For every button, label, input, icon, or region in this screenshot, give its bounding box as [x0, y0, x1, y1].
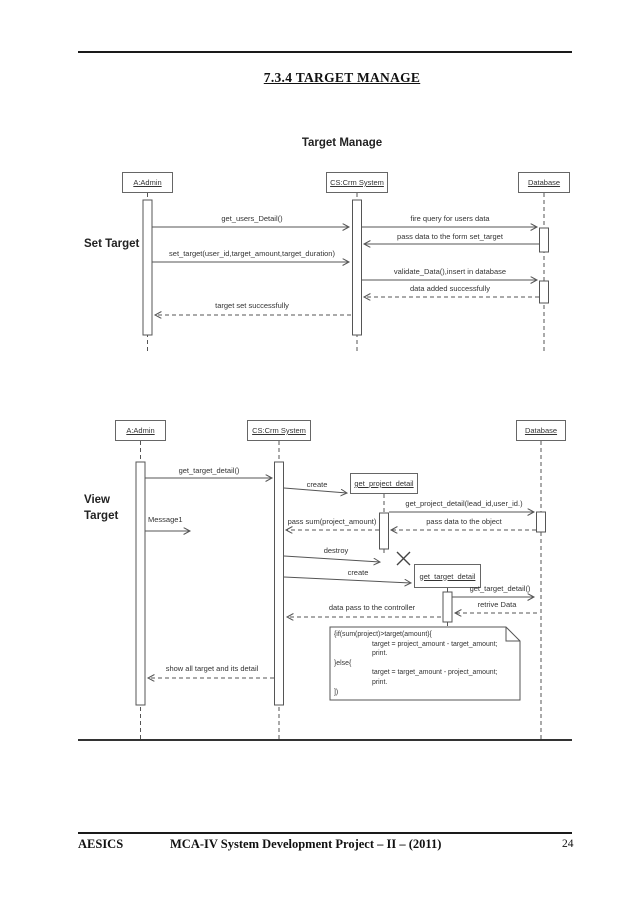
actor-box-database: Database: [516, 420, 566, 441]
message-label: Message1: [148, 515, 183, 524]
message-label: destroy: [323, 546, 349, 555]
note-shape: [329, 626, 521, 701]
message-label: show all target and its detail: [165, 664, 259, 673]
actor-box-database: Database: [518, 172, 570, 193]
note-line: {if(sum(project)>target(amount){: [334, 631, 432, 638]
message-label: validate_Data(),insert in database: [393, 267, 507, 276]
object-box-get-target-detail: get_target_detail: [414, 564, 481, 588]
message-label: get_target_detail(): [178, 466, 240, 475]
actor-label: Database: [527, 178, 561, 187]
object-label: get_project_detail: [354, 479, 414, 488]
actor-box-crm-system: CS:Crm System: [247, 420, 311, 441]
actor-box-admin: A:Admin: [122, 172, 173, 193]
message-label: create: [306, 480, 328, 489]
object-label: get_target_detail: [419, 571, 476, 581]
footer-title: MCA-IV System Development Project – II –…: [170, 837, 442, 851]
note-line: print.: [372, 650, 388, 658]
header-rule: [78, 51, 572, 53]
set-target-label: Set Target: [84, 238, 140, 250]
object-box-get-project-detail: get_project_detail: [350, 473, 418, 494]
note-line: target = project_amount - target_amount;: [372, 640, 498, 648]
message-label: data pass to the controller: [328, 603, 416, 612]
actor-box-admin: A:Admin: [115, 420, 166, 441]
footer-rule: [78, 832, 572, 834]
note: {if(sum(project)>target(amount){ target …: [334, 630, 518, 697]
message-label: set_target(user_id,target_amount,target_…: [169, 249, 335, 258]
message-label: pass data to the object: [426, 517, 502, 526]
message-label: get_users_Detail(): [221, 214, 283, 223]
message-label: create: [347, 568, 369, 577]
note-line: print.: [372, 678, 388, 686]
message-label: get_project_detail(lead_id,user_id.): [405, 499, 523, 508]
actor-label: A:Admin: [126, 426, 155, 435]
message-label: pass data to the form set_target: [397, 232, 503, 241]
actor-box-crm-system: CS:Crm System: [326, 172, 388, 193]
actor-label: CS:Crm System: [330, 178, 384, 187]
section-title: 7.3.4 TARGET MANAGE: [263, 70, 421, 85]
view-target-label: View Target: [84, 494, 119, 522]
message-label: fire query for users data: [410, 214, 490, 223]
message-label: target set successfully: [215, 301, 289, 310]
note-line: ]): [334, 688, 339, 696]
actor-label: CS:Crm System: [252, 426, 306, 435]
message-label: data added successfully: [409, 284, 491, 293]
page-number: 24: [562, 838, 574, 850]
message-label: get_target_detail(): [469, 584, 531, 593]
destroy-x-icon: [396, 551, 411, 566]
note-line: target = target_amount - project_amount;: [372, 669, 498, 677]
note-line: }else{: [334, 659, 352, 667]
actor-label: A:Admin: [133, 178, 162, 187]
footer-org: AESICS: [78, 837, 124, 851]
message-label: pass sum(project_amount): [287, 517, 377, 526]
note-fold-icon: [505, 627, 520, 642]
message-label: retrive Data: [477, 600, 517, 609]
diagram-bottom-rule: [78, 739, 572, 741]
diagram-title: Target Manage: [301, 137, 383, 149]
actor-label: Database: [524, 426, 558, 435]
